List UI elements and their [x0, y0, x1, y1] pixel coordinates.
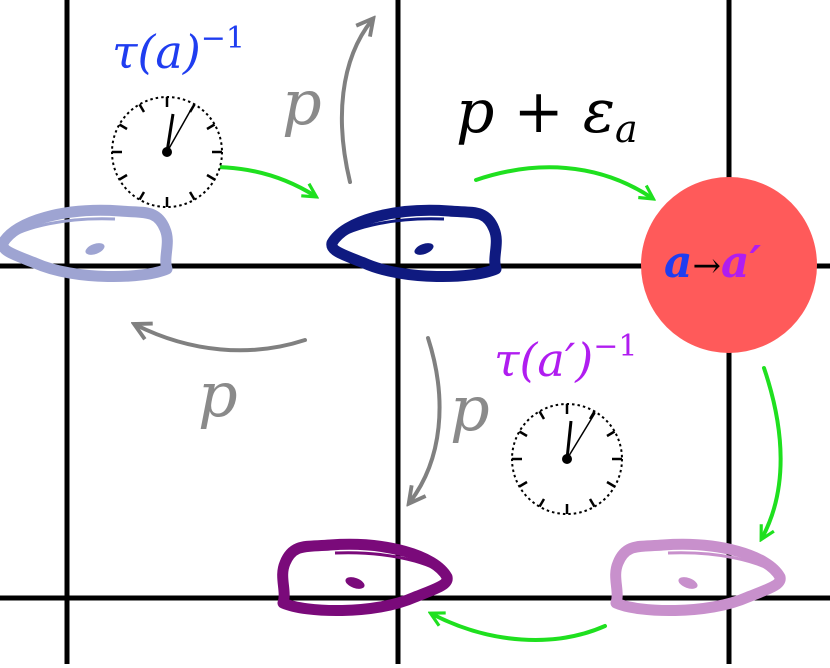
green-arrows	[138, 165, 783, 642]
epsilon-symbol: ε	[582, 77, 616, 147]
plus-symbol: +	[494, 77, 583, 147]
transition-circle	[641, 177, 817, 353]
tau-a-prime-exponent: −1	[593, 329, 638, 364]
green-arrow-bottom	[432, 614, 607, 642]
clock-icon	[111, 96, 223, 208]
transition-to: a′	[721, 237, 762, 288]
tau-a-prime-base: τ(a′)	[494, 333, 594, 387]
tau-a-base: τ(a)	[112, 25, 201, 79]
transition-from: a	[664, 237, 693, 288]
organism-icon	[0, 204, 173, 282]
p-left-label: p	[198, 358, 238, 431]
organism-icon	[610, 538, 786, 616]
organism-icon	[326, 204, 502, 282]
gray-arrow-left	[136, 325, 307, 353]
transition-arrow: →	[692, 246, 722, 286]
tau-a-prime-label: τ(a′)−1	[494, 329, 638, 384]
green-arrow-down-right	[762, 366, 783, 538]
transition-label: a→a′	[664, 241, 761, 285]
epsilon-subscript: a	[615, 107, 638, 151]
p-mid-label: p	[450, 372, 490, 445]
organism-icon	[277, 538, 453, 616]
clock-icon	[511, 403, 623, 515]
tau-a-exponent: −1	[200, 21, 245, 56]
gray-arrows	[136, 20, 442, 502]
green-arrow-to-transition	[474, 165, 652, 198]
p-top-label: p	[282, 66, 322, 139]
p-symbol: p	[456, 77, 495, 147]
gray-arrow-up	[339, 20, 372, 184]
gray-arrow-down	[410, 336, 442, 502]
tau-a-label: τ(a)−1	[112, 21, 245, 76]
p-plus-epsilon-label: p + εa	[456, 82, 638, 148]
